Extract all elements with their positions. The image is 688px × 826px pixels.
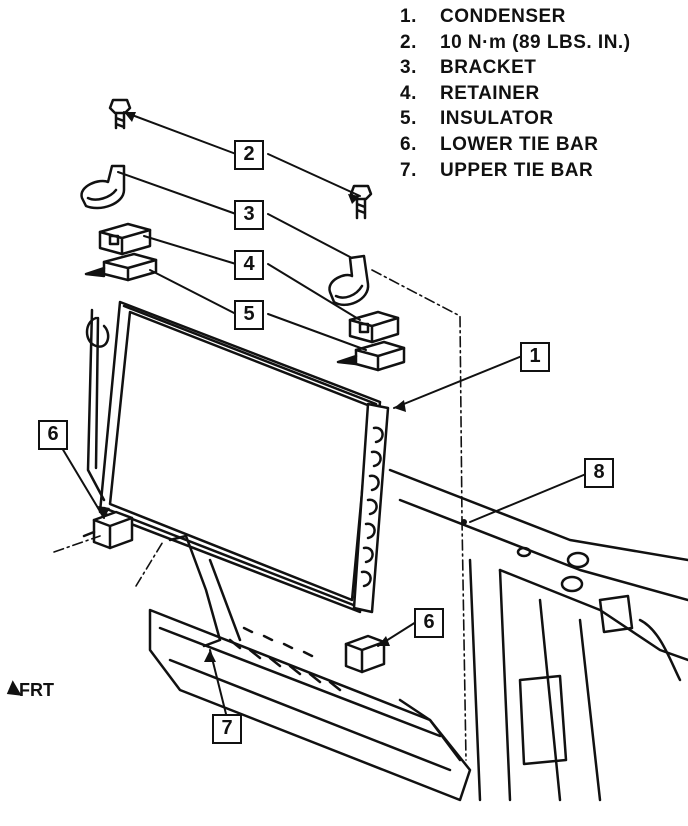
insulator-right	[336, 340, 406, 372]
callout-7: 7	[212, 714, 242, 744]
retainer-left	[98, 222, 152, 256]
legend-item-6: 6.LOWER TIE BAR	[400, 133, 599, 155]
insulator-left	[84, 252, 158, 282]
front-direction-marker: FRT	[2, 680, 54, 703]
bracket-left	[80, 164, 126, 210]
callout-1: 1	[520, 342, 550, 372]
callout-8: 8	[584, 458, 614, 488]
leader-lines	[61, 111, 587, 715]
radiator-support-frame	[148, 468, 688, 802]
alignment-lines	[53, 269, 467, 761]
parts-legend: 1.CONDENSER 2.10 N·m (89 LBS. IN.) 3.BRA…	[400, 4, 631, 183]
retainer-right	[348, 310, 400, 344]
legend-item-4: 4.RETAINER	[400, 82, 540, 104]
callout-3: 3	[234, 200, 264, 230]
legend-item-5: 5.INSULATOR	[400, 108, 554, 130]
callout-4: 4	[234, 250, 264, 280]
callout-6-right: 6	[414, 608, 444, 638]
legend-item-2: 2.10 N·m (89 LBS. IN.)	[400, 31, 631, 53]
condenser	[85, 300, 390, 614]
lower-bracket-right	[344, 634, 386, 674]
lower-bracket-left	[82, 510, 134, 550]
arrowheads	[98, 112, 467, 662]
legend-item-1: 1.CONDENSER	[400, 6, 566, 27]
callout-6-left: 6	[38, 420, 68, 450]
bracket-right	[328, 254, 370, 307]
legend-item-7: 7.UPPER TIE BAR	[400, 159, 594, 181]
callout-2: 2	[234, 140, 264, 170]
callout-5: 5	[234, 300, 264, 330]
legend-item-3: 3.BRACKET	[400, 57, 537, 79]
